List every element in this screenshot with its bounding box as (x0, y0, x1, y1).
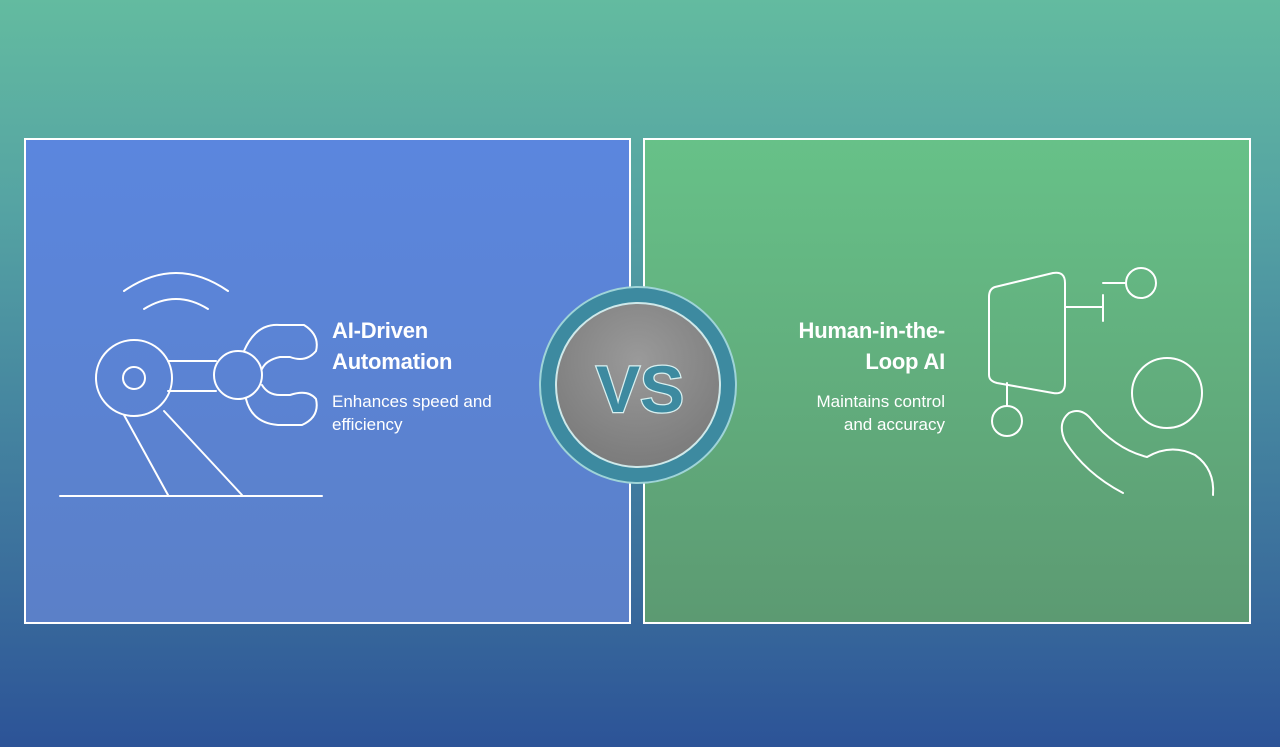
human-loop-description: Maintains control and accuracy (816, 392, 945, 434)
human-loop-title: Human-in-the- Loop AI (798, 318, 946, 374)
ai-automation-panel: AI-Driven Automation Enhances speed and … (24, 138, 631, 624)
ai-automation-description: Enhances speed and efficiency (332, 392, 492, 434)
robotic-arm-icon (59, 272, 323, 497)
svg-text:VS: VS (596, 352, 684, 426)
vs-badge-inner: VS (555, 302, 721, 468)
vs-badge: VS (539, 286, 737, 484)
vs-label: VS (595, 351, 686, 428)
ai-automation-title: AI-Driven Automation (332, 318, 453, 374)
human-operator-icon (988, 267, 1215, 496)
human-in-the-loop-panel: Human-in-the- Loop AI Maintains control … (643, 138, 1251, 624)
